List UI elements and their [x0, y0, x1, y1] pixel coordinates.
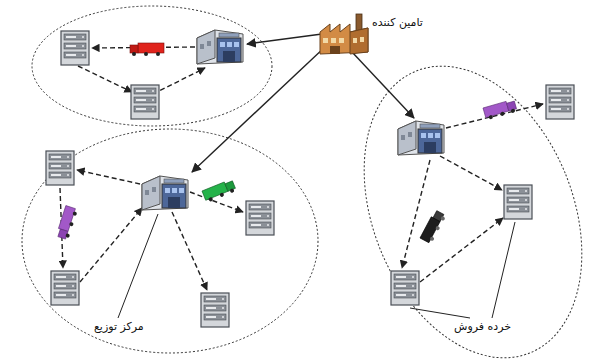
retailer-icon — [201, 293, 229, 327]
distribution-center-icon — [197, 30, 243, 64]
retailer-icon — [391, 271, 419, 305]
leader-lines — [118, 214, 515, 318]
truck-purple — [483, 99, 517, 120]
cluster-outline — [22, 129, 318, 353]
retailer-icon — [546, 85, 574, 119]
callout-label: خرده فروش — [452, 320, 513, 333]
distribution-center-icon — [142, 176, 188, 210]
cluster-outline — [323, 34, 598, 363]
retailer-icon — [61, 31, 89, 65]
delivery-routes — [60, 47, 543, 290]
retailer-icon — [131, 85, 159, 119]
distribution-center-icon — [398, 121, 444, 155]
retailer-icon — [46, 151, 74, 185]
truck-red — [130, 43, 164, 56]
callout-label: مرکز توزیع — [92, 320, 146, 333]
truck-green — [202, 179, 237, 203]
cluster-outline — [32, 6, 272, 126]
retailer-icon — [504, 185, 532, 219]
retailer-icon — [246, 201, 274, 235]
truck-purple — [56, 206, 78, 240]
truck-black — [420, 210, 447, 244]
supplier-node: تامین کننده — [316, 10, 427, 33]
supplier-factory-icon — [320, 14, 368, 54]
node-label: تامین کننده — [372, 16, 423, 29]
retailer-icon — [51, 271, 79, 305]
